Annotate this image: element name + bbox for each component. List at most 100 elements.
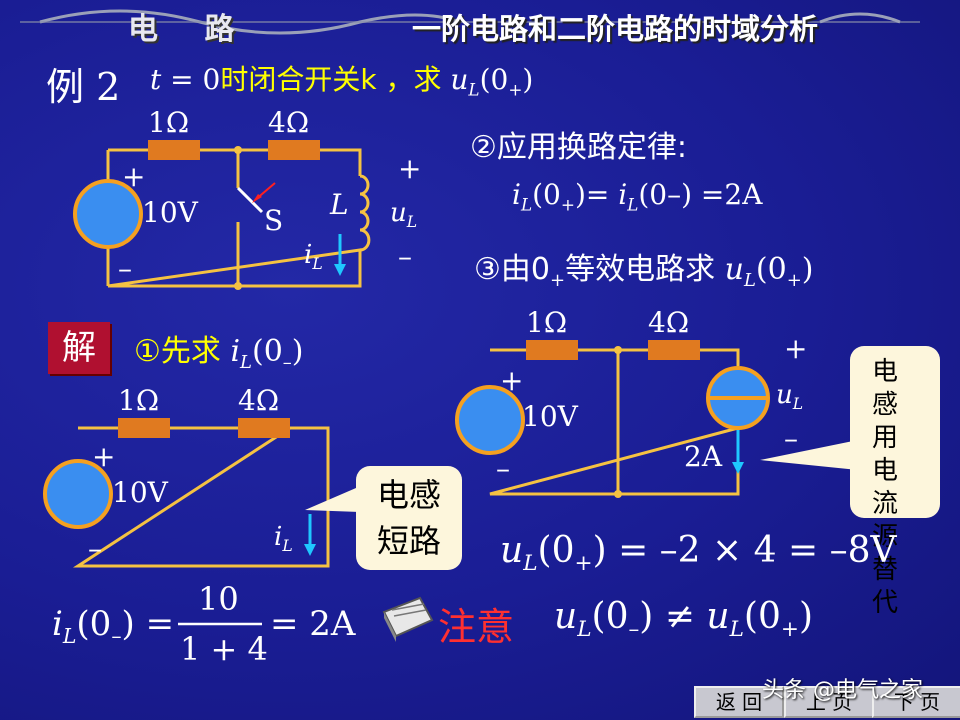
bubble-source-char: 电 bbox=[871, 357, 898, 387]
left-iL-i: i bbox=[274, 522, 283, 552]
note-rhs-plus: + bbox=[780, 617, 799, 643]
right-uL-label: uL bbox=[776, 380, 803, 413]
step3-target-arg: (0 bbox=[755, 252, 787, 287]
left-voltage-source bbox=[43, 459, 113, 529]
step3-target-sub: L bbox=[743, 270, 756, 291]
right-voltage-source bbox=[455, 385, 525, 455]
bubble-source-tail bbox=[760, 440, 858, 470]
left-source-minus: – bbox=[88, 532, 102, 565]
bubble-inductor-short: 电感 短路 bbox=[356, 466, 462, 570]
top-uL-sub: L bbox=[406, 213, 418, 232]
problem-target: u bbox=[450, 63, 469, 96]
top-iL-sub: L bbox=[312, 255, 323, 274]
step3-target: u bbox=[724, 252, 744, 287]
step2-rhs-sub: L bbox=[627, 194, 639, 215]
step2-mid: )= bbox=[574, 178, 619, 211]
top-r2-label: 4Ω bbox=[268, 106, 310, 139]
left-r1-label: 1Ω bbox=[118, 384, 160, 417]
right-uL-sub: L bbox=[792, 395, 804, 414]
formula-iL-numerator: 10 bbox=[198, 580, 239, 618]
step2-title: ②应用换路定律: bbox=[470, 130, 688, 165]
problem-target-sub: L bbox=[468, 79, 480, 100]
bubble-source-char: 替 bbox=[871, 555, 898, 585]
watermark: 头条 @电气之家 bbox=[762, 678, 923, 703]
inductor-label: L bbox=[330, 188, 349, 221]
top-voltage-source bbox=[73, 179, 143, 249]
right-source-minus: – bbox=[496, 452, 510, 485]
formula-uL-rest: ) = –2 × 4 = –8V bbox=[592, 530, 897, 571]
step2-rhs-i: i bbox=[618, 178, 628, 211]
formula-iL-rhs: = 2A bbox=[270, 604, 356, 644]
top-source-minus: – bbox=[118, 252, 132, 285]
bubble-source-char: 源 bbox=[871, 522, 898, 552]
left-resistor-2 bbox=[238, 418, 290, 438]
problem-target-plus: + bbox=[508, 79, 523, 100]
step3-target-plus: + bbox=[786, 270, 802, 291]
step1-close: ) bbox=[291, 334, 304, 369]
step2-rhs-arg: (0 bbox=[638, 178, 668, 211]
step2-equation: iL(0+)= iL(0–) =2A bbox=[512, 178, 762, 215]
note-label: 注意 bbox=[438, 605, 515, 649]
step3-target-close: ) bbox=[801, 252, 814, 287]
left-iL-sub: L bbox=[282, 537, 293, 556]
formula-iL-arg: (0 bbox=[76, 604, 112, 644]
step1-i: i bbox=[230, 334, 241, 369]
top-source-voltage: 10V bbox=[142, 196, 198, 229]
formula-uL-sub: L bbox=[523, 551, 538, 577]
top-switch bbox=[236, 186, 264, 214]
course-title: 电 路 bbox=[128, 12, 253, 47]
circuit-right bbox=[489, 348, 740, 496]
step2-lhs-i: i bbox=[512, 178, 521, 211]
top-source-plus: + bbox=[122, 160, 146, 193]
formula-iL-sub: L bbox=[62, 623, 77, 648]
top-resistor-2 bbox=[268, 140, 320, 160]
formula-iL-close: ) = bbox=[121, 604, 175, 644]
left-iL-label: iL bbox=[274, 522, 293, 555]
right-source-plus: + bbox=[500, 364, 524, 397]
step1-text: ①先求 bbox=[134, 334, 231, 369]
right-source-voltage: 10V bbox=[522, 400, 578, 433]
formula-uL-plus: + bbox=[574, 551, 593, 577]
right-uL-minus: – bbox=[784, 422, 798, 455]
problem-text: 时闭合开关k ，求 bbox=[220, 63, 451, 96]
top-uL-minus: – bbox=[398, 240, 412, 273]
problem-t: t bbox=[150, 63, 162, 96]
right-r1-label: 1Ω bbox=[526, 306, 568, 339]
note-lhs-arg: (0 bbox=[591, 596, 629, 637]
step3-prefix: ③由0 bbox=[474, 252, 550, 287]
step2-plus: + bbox=[560, 194, 575, 215]
solution-label: 解 bbox=[48, 322, 110, 374]
step3-text: 等效电路求 bbox=[565, 252, 725, 287]
right-uL-plus: + bbox=[784, 332, 808, 365]
step1-minus: – bbox=[282, 352, 292, 373]
right-current-value: 2A bbox=[684, 440, 723, 473]
bubble-short-tail bbox=[305, 488, 360, 512]
header-ornament bbox=[20, 9, 920, 35]
book-icon bbox=[382, 596, 434, 642]
back-button[interactable]: 返 回 bbox=[694, 686, 784, 718]
bubble-current-source-text: 电感用电流源替代 bbox=[870, 356, 900, 620]
formula-uL-arg: (0 bbox=[537, 530, 575, 571]
next-page-button[interactable]: 下 页 bbox=[872, 686, 960, 718]
left-r2-label: 4Ω bbox=[238, 384, 280, 417]
note-lhs-u: u bbox=[554, 596, 578, 637]
problem-statement: t = 0时闭合开关k ，求 uL(0+) bbox=[150, 58, 533, 100]
top-uL-label: uL bbox=[390, 198, 417, 231]
step2-lhs-arg: (0 bbox=[532, 178, 561, 211]
chapter-title: 一阶电路和二阶电路的时域分析 bbox=[412, 12, 819, 46]
step1-arg: (0 bbox=[252, 334, 283, 369]
bubble-source-char: 用 bbox=[871, 423, 898, 453]
left-resistor-1 bbox=[118, 418, 170, 438]
prev-page-button[interactable]: 上 页 bbox=[784, 686, 874, 718]
problem-target-close: ) bbox=[522, 63, 534, 96]
right-resistor-1 bbox=[526, 340, 578, 360]
formula-iL-lhs: iL(0–) = bbox=[52, 604, 174, 648]
step1-sub: L bbox=[240, 352, 252, 373]
formula-iL-minus: – bbox=[111, 623, 122, 648]
step2-lhs-sub: L bbox=[520, 194, 533, 215]
step3-plus: + bbox=[549, 270, 566, 291]
right-r2-label: 4Ω bbox=[648, 306, 690, 339]
bubble-source-char: 感 bbox=[871, 390, 898, 420]
